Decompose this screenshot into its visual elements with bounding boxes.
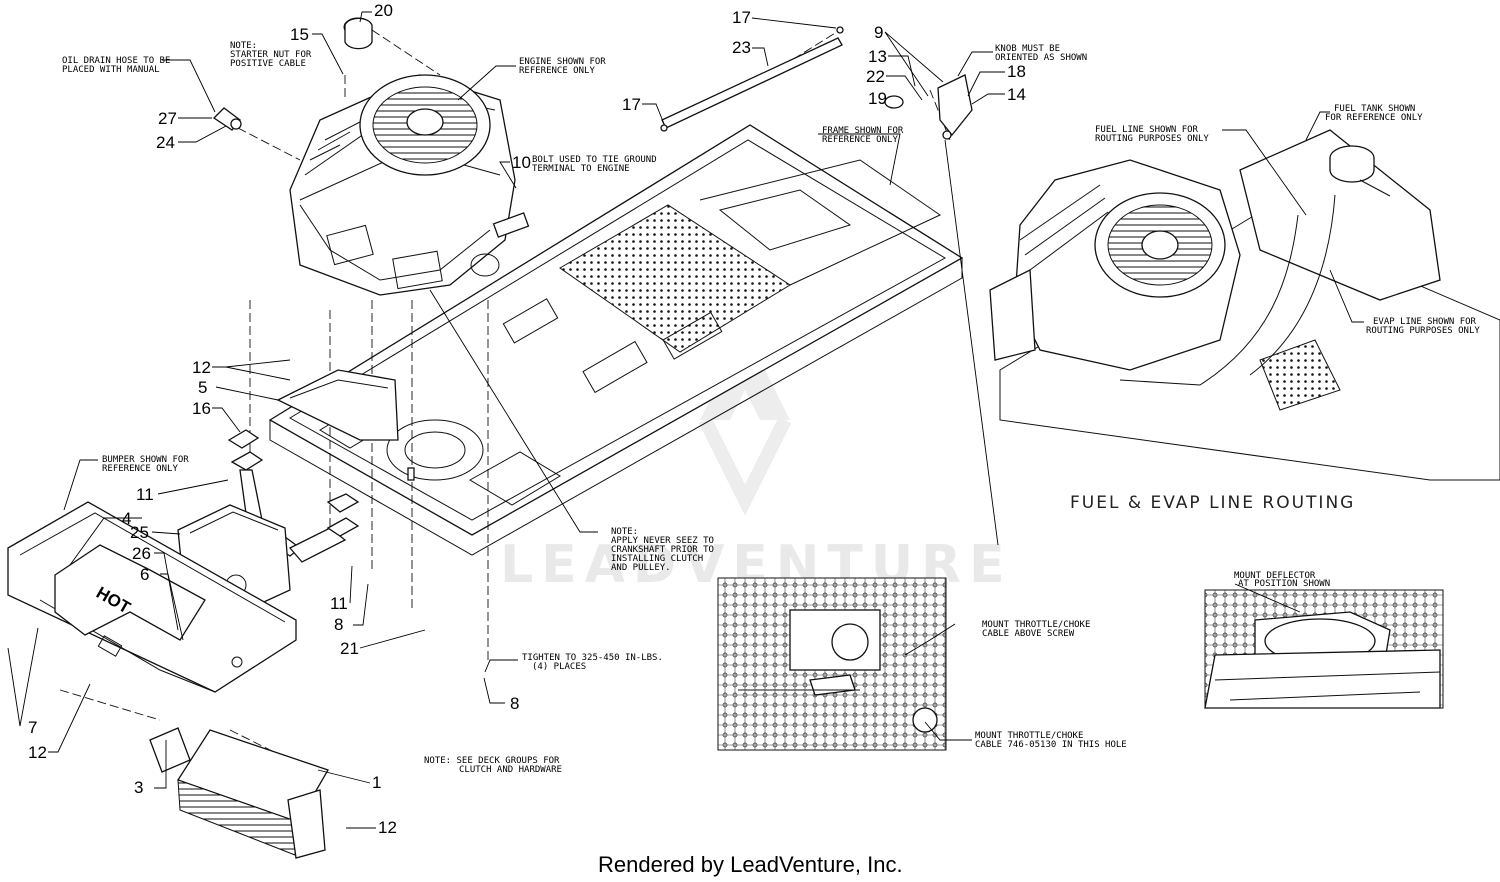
bumper: HOT bbox=[7, 501, 297, 693]
callout-8-b: 8 bbox=[510, 694, 519, 713]
callout-25: 25 bbox=[130, 523, 149, 542]
deflector-detail-inset bbox=[1204, 589, 1444, 709]
note-torque: TIGHTEN TO 325-450 IN-LBS. (4) PLACES bbox=[522, 653, 668, 672]
callout-21: 21 bbox=[340, 639, 359, 658]
callout-17-left: 17 bbox=[622, 95, 641, 114]
leader-lines bbox=[7, 11, 1364, 829]
callout-11-b: 11 bbox=[330, 594, 348, 613]
note-fuel-tank: FUEL TANK SHOWN FOR REFERENCE ONLY bbox=[1325, 104, 1423, 123]
note-throttle-hole: MOUNT THROTTLE/CHOKE CABLE 746-05130 IN … bbox=[975, 731, 1127, 750]
note-never-seez: NOTE: APPLY NEVER SEEZ TO CRANKSHAFT PRI… bbox=[611, 527, 719, 573]
callout-18: 18 bbox=[1007, 62, 1026, 81]
callout-7: 7 bbox=[28, 718, 37, 737]
callout-3: 3 bbox=[134, 778, 143, 797]
rod bbox=[660, 26, 844, 132]
callout-8-a: 8 bbox=[334, 615, 343, 634]
note-bumper-ref: BUMPER SHOWN FOR REFERENCE ONLY bbox=[102, 455, 194, 474]
callout-11-a: 11 bbox=[136, 485, 154, 504]
callout-16: 16 bbox=[192, 399, 211, 418]
note-frame-ref: FRAME SHOWN FOR REFERENCE ONLY bbox=[822, 126, 909, 145]
callout-15: 15 bbox=[290, 25, 309, 44]
note-deck-groups: NOTE: SEE DECK GROUPS FOR CLUTCH AND HAR… bbox=[424, 756, 565, 775]
note-evap-line: EVAP LINE SHOWN FOR ROUTING PURPOSES ONL… bbox=[1366, 317, 1481, 336]
callout-26: 26 bbox=[132, 544, 151, 563]
callout-10: 10 bbox=[512, 153, 531, 172]
note-fuel-line: FUEL LINE SHOWN FOR ROUTING PURPOSES ONL… bbox=[1095, 125, 1209, 144]
callout-24: 24 bbox=[156, 133, 175, 152]
fuel-routing-inset: FUEL & EVAP LINE ROUTING bbox=[989, 129, 1500, 513]
engine bbox=[212, 17, 530, 296]
callout-27: 27 bbox=[158, 109, 177, 128]
callout-12-a: 12 bbox=[192, 358, 211, 377]
heat-shield bbox=[149, 727, 329, 859]
callout-17-top: 17 bbox=[732, 8, 751, 27]
callout-6: 6 bbox=[140, 565, 149, 584]
callout-12-b: 12 bbox=[28, 743, 47, 762]
note-knob: KNOB MUST BE ORIENTED AS SHOWN bbox=[995, 44, 1087, 63]
note-bolt-ground: BOLT USED TO TIE GROUND TERMINAL TO ENGI… bbox=[532, 155, 662, 174]
note-oil-drain: OIL DRAIN HOSE TO BE PLACED WITH MANUAL bbox=[62, 56, 176, 75]
callout-1: 1 bbox=[372, 773, 381, 792]
callout-9: 9 bbox=[874, 23, 883, 42]
callout-20: 20 bbox=[374, 1, 393, 20]
callout-22: 22 bbox=[866, 67, 885, 86]
notes: NOTE: STARTER NUT FOR POSITIVE CABLE OIL… bbox=[62, 41, 1481, 775]
credit-text: Rendered by LeadVenture, Inc. bbox=[598, 852, 903, 877]
deflector-plate bbox=[276, 369, 415, 481]
note-deflector: MOUNT DEFLECTOR AT POSITION SHOWN bbox=[1234, 571, 1330, 589]
callout-5: 5 bbox=[198, 378, 207, 397]
callout-4: 4 bbox=[122, 509, 131, 528]
callouts: 20 15 27 24 10 17 23 17 9 13 22 19 18 14… bbox=[28, 1, 1026, 837]
note-throttle-screw: MOUNT THROTTLE/CHOKE CABLE ABOVE SCREW bbox=[982, 620, 1096, 639]
note-starter-nut: NOTE: STARTER NUT FOR POSITIVE CABLE bbox=[230, 41, 317, 69]
callout-23: 23 bbox=[732, 38, 751, 57]
routing-title: FUEL & EVAP LINE ROUTING bbox=[1070, 493, 1355, 513]
callout-14: 14 bbox=[1007, 85, 1026, 104]
note-engine-ref: ENGINE SHOWN FOR REFERENCE ONLY bbox=[519, 57, 611, 76]
frame bbox=[268, 124, 964, 556]
throttle-cable bbox=[884, 74, 999, 546]
callout-19: 19 bbox=[868, 89, 887, 108]
throttle-detail-inset bbox=[717, 577, 947, 751]
callout-13: 13 bbox=[868, 47, 887, 66]
callout-12-c: 12 bbox=[378, 818, 397, 837]
